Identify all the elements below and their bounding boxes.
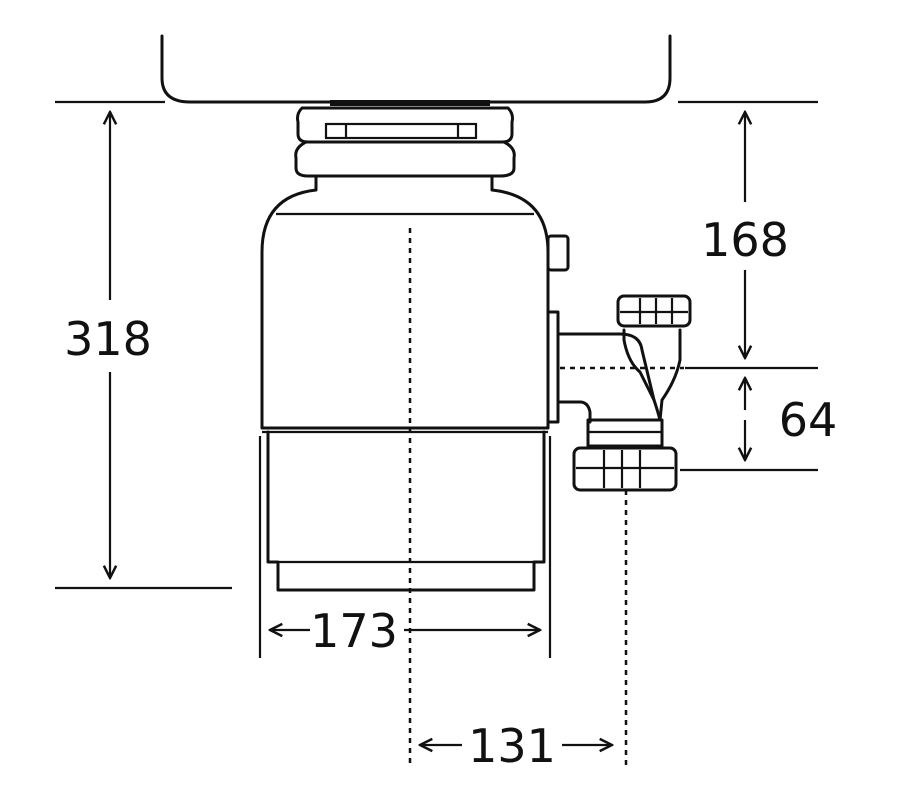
dimension-64-label: 64 — [779, 393, 838, 447]
sink-drain — [330, 100, 490, 106]
side-switch — [546, 234, 570, 272]
outlet-flange — [546, 310, 560, 424]
dimension-318-label: 318 — [64, 312, 152, 366]
dimension-173-label: 173 — [310, 604, 398, 658]
lower-body — [266, 430, 546, 592]
sink-basin — [160, 34, 672, 104]
disposer-body — [260, 182, 550, 430]
drain-outlet-pipe — [556, 294, 692, 492]
mounting-ring — [294, 106, 516, 186]
dimension-168-label: 168 — [701, 213, 789, 267]
dimension-131-label: 131 — [468, 719, 556, 773]
